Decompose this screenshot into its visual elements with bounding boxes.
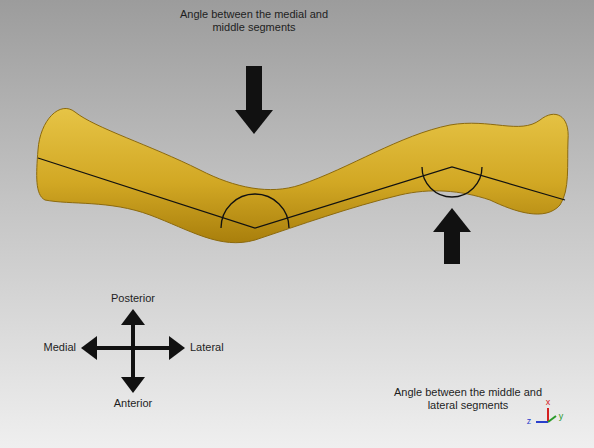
axis-triad <box>536 408 556 422</box>
direction-label: Lateral <box>190 341 224 354</box>
direction-compass <box>81 309 185 393</box>
callout-label: Angle between the medial and middle segm… <box>179 8 329 34</box>
segment-lines <box>38 158 565 228</box>
direction-label: Medial <box>44 341 76 354</box>
axis-letter: x <box>546 396 551 409</box>
direction-label: Anterior <box>114 397 153 410</box>
axis-letter: z <box>527 415 532 428</box>
callout-arrows <box>235 66 471 264</box>
clavicle-bone <box>37 108 568 242</box>
direction-label: Posterior <box>111 292 155 305</box>
axis-letter: y <box>559 410 564 423</box>
callout-label: Angle between the middle and lateral seg… <box>393 386 543 412</box>
